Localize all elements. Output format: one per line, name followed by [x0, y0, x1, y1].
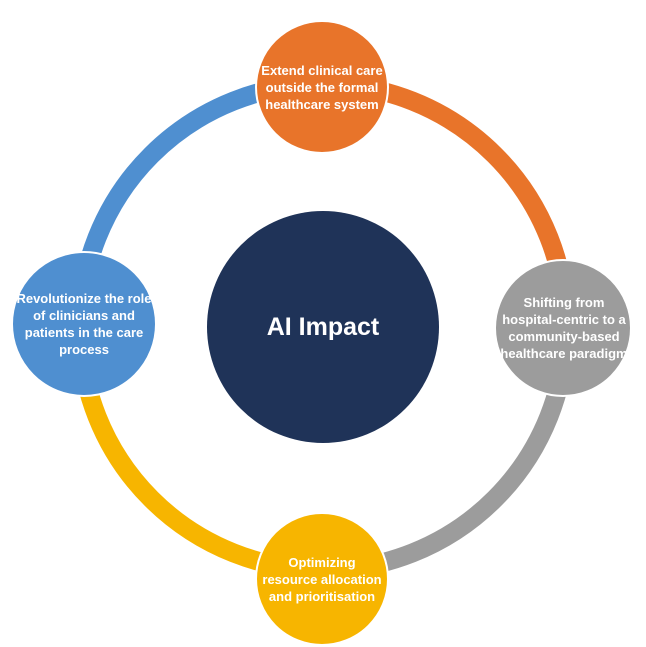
node-circle-bottom: [255, 512, 389, 646]
node-circle-right: [494, 259, 632, 397]
node-label-community-based-paradigm: Shifting from hospital-centric to a comm…: [500, 295, 628, 361]
node-layer: [11, 20, 632, 646]
node-label-revolutionize-roles: Revolutionize the role of clinicians and…: [16, 291, 152, 357]
center-circle: [207, 211, 439, 443]
node-circle-top: [255, 20, 389, 154]
node-label-extend-clinical-care: Extend clinical care outside the formal …: [261, 62, 383, 112]
node-label-optimizing-resource-allocation: Optimizing resource allocation and prior…: [262, 554, 382, 604]
node-circle-left: [11, 251, 157, 397]
center-label: AI Impact: [266, 312, 380, 341]
